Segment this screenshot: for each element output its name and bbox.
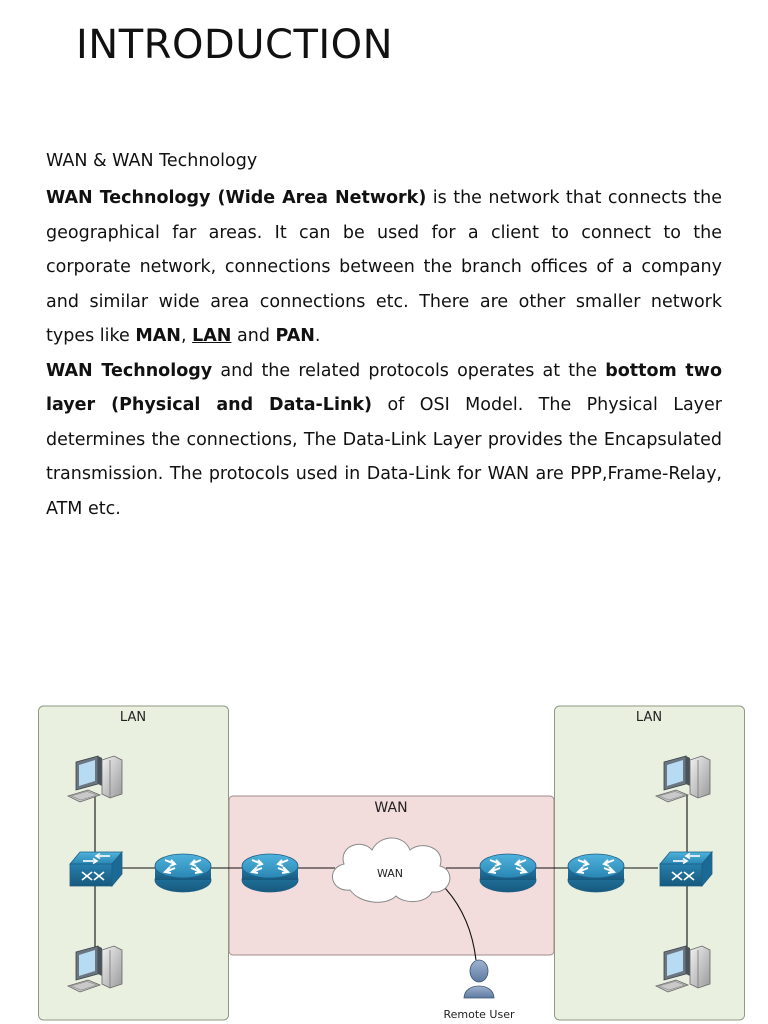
paragraph-1-text: is the network that connects the geograp… [46,188,722,346]
pan-term: PAN [275,326,315,346]
wan-region-label: WAN [374,800,407,816]
lan-term: LAN [192,326,231,346]
wan-cloud-label: WAN [377,867,403,880]
right-top-pc-icon [655,755,711,803]
left-bottom-pc-icon [67,945,123,993]
paragraph-2-text-1: and the related protocols operates at th… [212,360,606,381]
lan-term-underlined: LAN [192,326,232,346]
left-lan-label: LAN [120,710,146,725]
remote-user-icon [463,959,495,999]
section-heading: WAN & WAN Technology [46,151,258,171]
right-lan-label: LAN [636,710,662,725]
left-lan-router-icon [154,853,212,893]
wan-technology-term: WAN Technology (Wide Area Network) [46,188,427,208]
wan-lan-diagram: LAN LAN WAN WAN Remote User [38,705,745,1021]
remote-user-label: Remote User [443,1008,514,1021]
left-top-pc-icon [67,755,123,803]
period: . [314,326,321,346]
left-switch-icon [69,851,123,887]
paragraph-2-text-2: of OSI Model. The Physical Layer determi… [46,395,722,519]
bottom-two-layer-term: bottom two layer (Physical and Data-Link… [46,360,722,416]
and-word: and [231,326,276,346]
wan-cloud-icon: WAN [332,837,451,903]
man-term: MAN [135,326,181,346]
page-title: INTRODUCTION [76,22,394,68]
wan-technology-term-2: WAN Technology [46,360,213,381]
right-wan-router-icon [479,853,537,893]
right-lan-router-icon [567,853,625,893]
paragraph-2: WAN Technology and the related protocols… [46,354,722,527]
left-wan-router-icon [241,853,299,893]
body-text: WAN Technology (Wide Area Network) is th… [46,181,722,526]
right-switch-icon [659,851,713,887]
comma: , [180,326,193,346]
paragraph-1: WAN Technology (Wide Area Network) is th… [46,181,722,354]
right-bottom-pc-icon [655,945,711,993]
